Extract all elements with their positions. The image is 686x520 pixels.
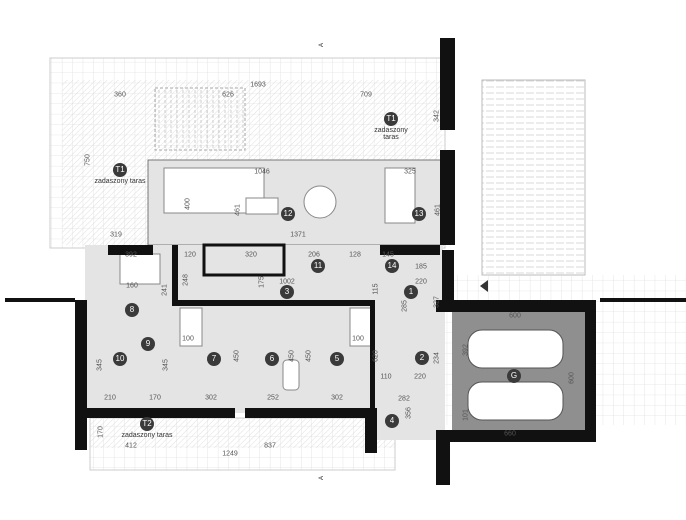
dim: 170 [97,426,105,438]
dim: 345 [162,359,170,371]
dim: 392 [462,344,470,356]
terrace-label-t2: zadaszony taras [121,432,173,439]
walls [5,38,686,485]
terrace-label-t1-right: zadaszony taras [374,127,408,141]
room-marker-9: 9 [141,337,155,351]
room-marker-t1-left: T1 [113,163,127,177]
section-marker-top: A [319,42,325,48]
dim: 100 [182,335,194,343]
room-marker-4: 4 [385,414,399,428]
room-marker-t1-right: T1 [384,112,398,126]
dim: 220 [414,373,426,381]
dim: 101 [462,409,470,421]
dim: 185 [415,263,427,271]
driveway-pergola [481,79,586,276]
room-marker-6: 6 [265,352,279,366]
dim: 412 [125,442,137,450]
dim: 450 [233,350,241,362]
dim: 325 [404,168,416,176]
bed-8 [119,253,161,285]
pergola [154,87,246,151]
dim: 461 [434,204,442,216]
dim: 600 [568,372,576,384]
room-marker-garage: G [507,369,521,383]
bed-7 [179,307,203,347]
car-bottom [467,381,564,421]
dim: 100 [352,335,364,343]
room-marker-3: 3 [280,285,294,299]
room-marker-14: 14 [385,259,399,273]
bathtub [282,359,300,391]
dim: 450 [288,350,296,362]
dim: 1371 [290,231,306,239]
room-marker-5: 5 [330,352,344,366]
room-marker-11: 11 [311,259,325,273]
dim: 392 [125,251,137,259]
dim: 837 [264,442,276,450]
dim: 660 [504,430,516,438]
dim: 160 [126,282,138,290]
dim: 620 [372,350,380,362]
room-marker-12: 12 [281,207,295,221]
dim: 1002 [279,278,295,286]
kitchen-island [384,167,416,224]
room-marker-8: 8 [125,303,139,317]
dim: 1046 [254,168,270,176]
dim: 120 [184,251,196,259]
dim: 220 [415,278,427,286]
dim: 400 [184,198,192,210]
dim: 170 [149,394,161,402]
section-marker-bottom: A [319,475,325,481]
car-top [467,329,564,369]
dim: 128 [349,251,361,259]
room-marker-t2: T2 [140,417,154,431]
dim: 145 [382,251,394,259]
dim: 320 [245,251,257,259]
dim: 115 [372,283,380,295]
room-marker-13: 13 [412,207,426,221]
dim: 302 [205,394,217,402]
room-marker-1: 1 [404,285,418,299]
dim: 709 [360,91,372,99]
dim: 345 [96,359,104,371]
dim: 285 [401,300,409,312]
dim: 327 [433,296,441,308]
dim: 750 [84,154,92,166]
dim: 1249 [222,450,238,458]
dim: 1693 [250,81,266,89]
dim: 252 [267,394,279,402]
dim: 110 [380,373,392,381]
dim: 175 [258,276,266,288]
room-marker-10: 10 [113,352,127,366]
room-marker-7: 7 [207,352,221,366]
dim: 626 [222,91,234,99]
dim: 356 [405,407,413,419]
dim: 450 [305,350,313,362]
dim: 302 [331,394,343,402]
dim: 248 [182,274,190,286]
dim: 210 [104,394,116,402]
dim: 319 [110,231,122,239]
dim: 206 [308,251,320,259]
entrance-arrow [480,280,488,292]
dim: 282 [398,395,410,403]
dim: 461 [234,204,242,216]
room-marker-2: 2 [415,351,429,365]
dim: 600 [509,312,521,320]
dim: 234 [433,352,441,364]
dining-table [303,185,337,219]
coffee-table [245,197,279,215]
dim: 342 [433,110,441,122]
dim: 360 [114,91,126,99]
terrace-label-t1-left: zadaszony taras [94,178,146,185]
dim: 241 [161,284,169,296]
hall-floor [370,300,445,440]
